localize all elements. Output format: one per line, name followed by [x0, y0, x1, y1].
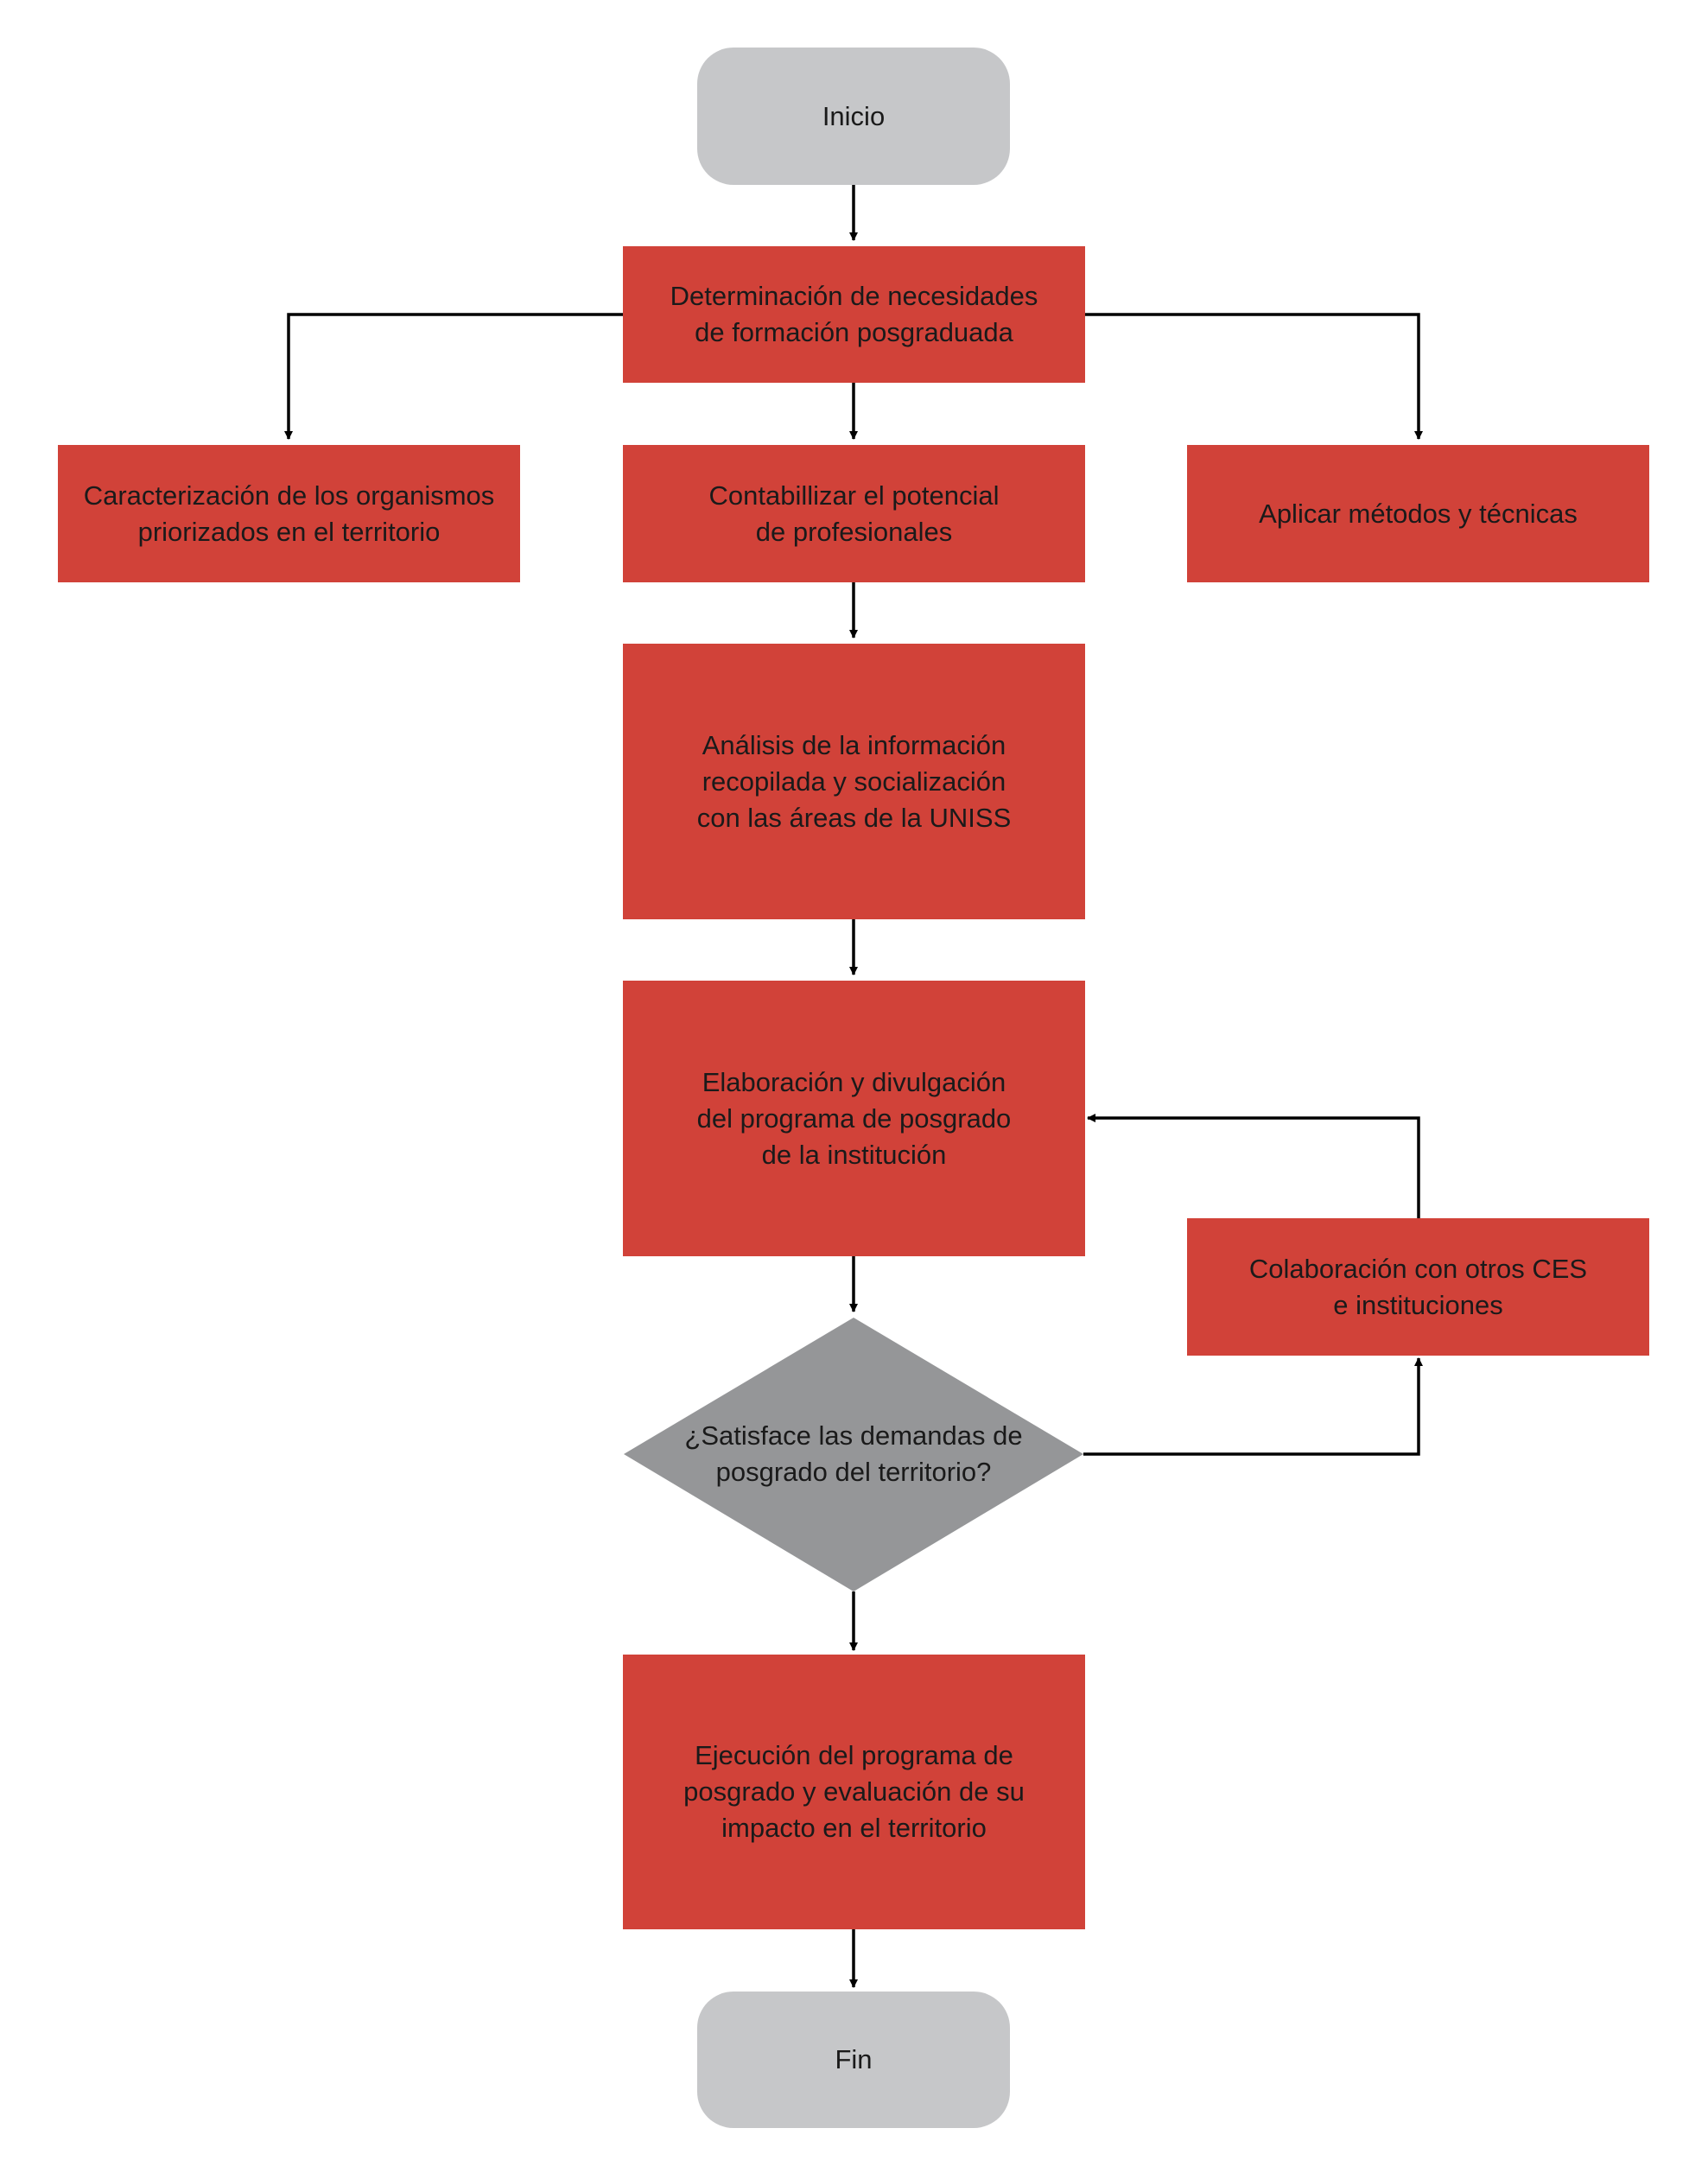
- determinacion-node: Determinación de necesidades de formació…: [623, 246, 1085, 383]
- arrow-decision-to-colaboracion: [1083, 1357, 1423, 1456]
- caracterizacion-node: Caracterización de los organismos priori…: [58, 445, 520, 582]
- aplicar-node: Aplicar métodos y técnicas: [1187, 445, 1649, 582]
- colaboracion-node: Colaboración con otros CES e institucion…: [1187, 1218, 1649, 1356]
- analisis-node: Análisis de la información recopilada y …: [623, 644, 1085, 919]
- decision-diamond: [624, 1318, 1083, 1591]
- arrow-colaboracion-to-elaboracion: [1087, 1114, 1420, 1218]
- arrow-determinacion-to-aplicar: [1085, 313, 1423, 440]
- arrow-determinacion-to-caracterizacion: [284, 313, 623, 440]
- elaboracion-node: Elaboración y divulgación del programa d…: [623, 981, 1085, 1256]
- start-node: Inicio: [697, 48, 1010, 185]
- ejecucion-node: Ejecución del programa de posgrado y eva…: [623, 1655, 1085, 1929]
- contabilizar-node: Contabillizar el potencial de profesiona…: [623, 445, 1085, 582]
- end-node: Fin: [697, 1992, 1010, 2128]
- decision-label: ¿Satisface las demandas de posgrado del …: [684, 1420, 1023, 1487]
